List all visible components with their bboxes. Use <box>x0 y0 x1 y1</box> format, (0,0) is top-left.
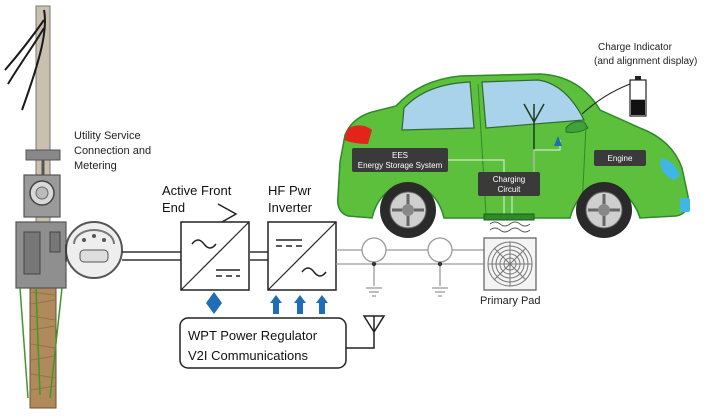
head-light <box>660 158 680 180</box>
inverter-label-line-1: HF Pwr <box>268 183 312 198</box>
output-circuit <box>336 237 484 297</box>
charging-circuit-line-1: Charging <box>493 175 525 184</box>
utility-label-line-1: Utility Service <box>74 130 141 142</box>
utility-service-label: Utility Service Connection and Metering <box>74 130 151 172</box>
round-meter-icon <box>65 221 123 279</box>
wpt-label-line-1: WPT Power Regulator <box>188 328 318 343</box>
car-window-front <box>401 81 475 131</box>
tail-light <box>344 125 372 144</box>
charging-circuit-box <box>478 172 540 196</box>
utility-pole <box>4 5 67 409</box>
car-wheel-rear <box>380 182 436 238</box>
wpt-label-line-2: V2I Communications <box>188 348 308 363</box>
up-arrow-icon <box>270 295 282 314</box>
primary-pad: Primary Pad <box>480 221 541 307</box>
afe-label-line-2: End <box>162 200 185 215</box>
car-wheel-front <box>576 182 632 238</box>
up-arrow-icon <box>294 295 306 314</box>
primary-pad-label: Primary Pad <box>480 295 541 307</box>
antenna-icon <box>362 315 386 334</box>
bidirectional-arrow-icon <box>206 292 222 314</box>
charge-indicator: Charge Indicator (and alignment display) <box>581 42 697 117</box>
car-window-rear <box>481 79 585 129</box>
charge-indicator-line-2: (and alignment display) <box>594 56 697 67</box>
afe-label-line-1: Active Front <box>162 183 232 198</box>
active-front-end-block: Active Front End <box>162 183 250 291</box>
utility-label-line-2: Connection and <box>74 145 151 157</box>
engine-label: Engine <box>608 154 633 163</box>
hf-sine-icon <box>301 267 327 277</box>
hf-inverter-block: HF Pwr Inverter <box>267 183 337 291</box>
ees-label-line-2: Energy Storage System <box>358 161 443 170</box>
wpt-regulator-block: WPT Power Regulator V2I Communications <box>179 315 386 369</box>
secondary-pad <box>483 213 535 221</box>
inverter-label-line-2: Inverter <box>268 200 313 215</box>
charging-circuit-line-2: Circuit <box>498 185 521 194</box>
engine-label-box <box>594 150 646 166</box>
up-arrow-icon <box>316 295 328 314</box>
battery-level-fill <box>631 99 645 115</box>
power-lines <box>65 244 268 262</box>
electric-car: EES Energy Storage System Charging Circu… <box>336 73 690 238</box>
ac-sine-icon <box>191 239 217 249</box>
utility-label-line-3: Metering <box>74 160 117 172</box>
ees-label-line-1: EES <box>392 151 408 160</box>
control-arrows <box>206 292 328 314</box>
ees-label-box <box>352 148 448 172</box>
charge-indicator-line-1: Charge Indicator <box>598 42 673 53</box>
